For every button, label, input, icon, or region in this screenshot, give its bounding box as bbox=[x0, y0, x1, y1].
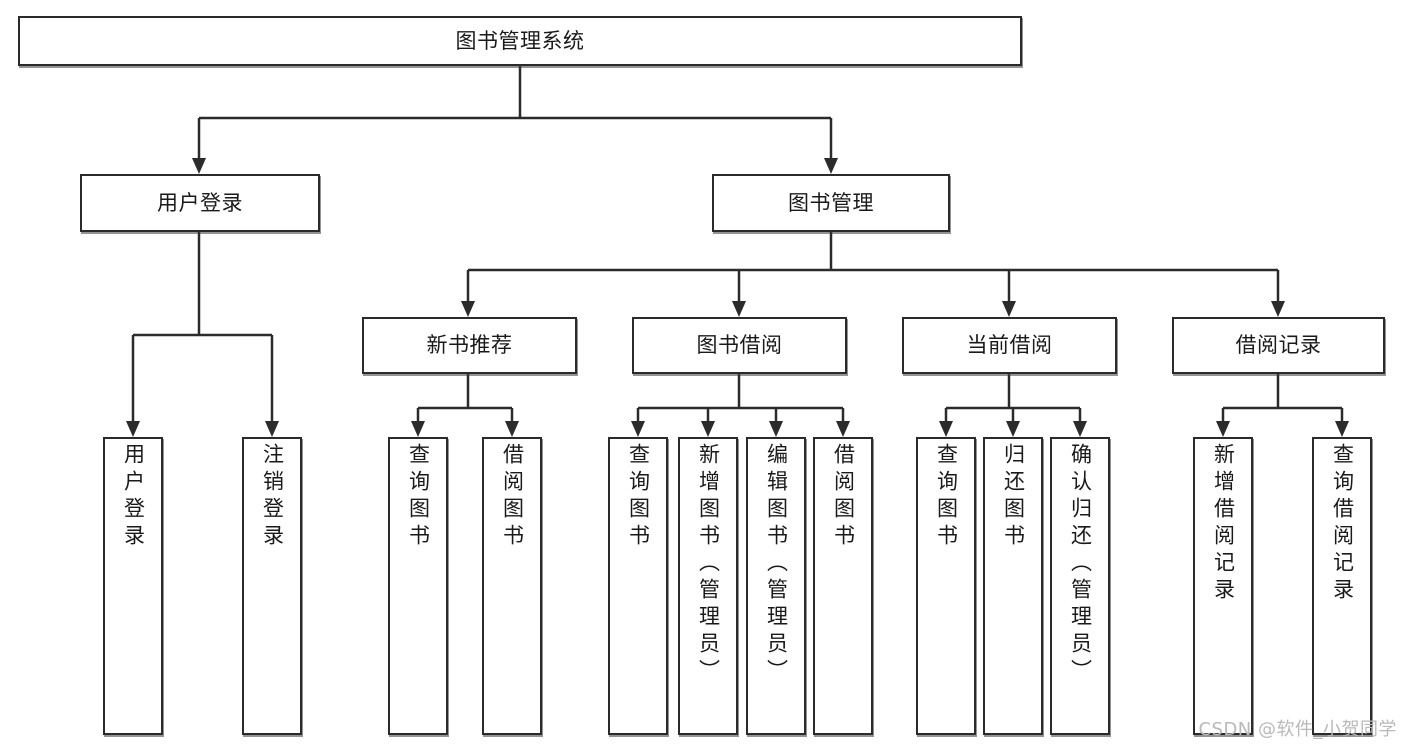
arrow-head bbox=[461, 301, 475, 317]
arrow-head bbox=[732, 301, 746, 317]
arrow-head bbox=[939, 421, 953, 437]
node-book-manage: 图书管理 bbox=[712, 174, 950, 232]
arrow-head bbox=[1002, 301, 1016, 317]
arrow-head bbox=[836, 421, 850, 437]
node-leaf-confirm-return: 确认归还（管理员） bbox=[1050, 437, 1110, 735]
node-label: 注销登录 bbox=[260, 443, 285, 551]
node-root: 图书管理系统 bbox=[18, 16, 1022, 66]
node-label: 编辑图书（管理员） bbox=[764, 443, 789, 686]
arrow-head bbox=[769, 421, 783, 437]
arrow-head bbox=[1216, 421, 1230, 437]
node-current-borrow: 当前借阅 bbox=[902, 317, 1117, 374]
node-label: 新书推荐 bbox=[426, 333, 513, 358]
node-label: 新增借阅记录 bbox=[1211, 443, 1236, 605]
node-label: 查询图书 bbox=[406, 443, 431, 551]
node-user-login: 用户登录 bbox=[80, 174, 320, 232]
arrow-head bbox=[824, 158, 838, 174]
arrow-head bbox=[631, 421, 645, 437]
node-label: 借阅记录 bbox=[1235, 333, 1322, 358]
node-label: 新增图书（管理员） bbox=[696, 443, 721, 686]
arrow-head bbox=[1073, 421, 1087, 437]
node-label: 归还图书 bbox=[1001, 443, 1026, 551]
arrow-head bbox=[701, 421, 715, 437]
node-leaf-add-record: 新增借阅记录 bbox=[1193, 437, 1253, 735]
node-label: 当前借阅 bbox=[966, 333, 1053, 358]
arrow-head bbox=[192, 158, 206, 174]
node-borrow-record: 借阅记录 bbox=[1172, 317, 1385, 374]
node-label: 查询图书 bbox=[626, 443, 651, 551]
node-label: 图书管理系统 bbox=[455, 28, 585, 53]
node-label: 图书借阅 bbox=[696, 333, 783, 358]
node-leaf-query-book-1: 查询图书 bbox=[388, 437, 448, 735]
arrow-head bbox=[505, 421, 519, 437]
arrow-head bbox=[1006, 421, 1020, 437]
node-label: 图书管理 bbox=[788, 190, 874, 215]
arrow-head bbox=[1271, 301, 1285, 317]
node-leaf-query-book-2: 查询图书 bbox=[608, 437, 668, 735]
node-leaf-borrow-book-2: 借阅图书 bbox=[813, 437, 873, 735]
arrow-head bbox=[411, 421, 425, 437]
node-new-book-recommend: 新书推荐 bbox=[362, 317, 577, 374]
node-leaf-query-record: 查询借阅记录 bbox=[1312, 437, 1372, 735]
node-label: 查询借阅记录 bbox=[1330, 443, 1355, 605]
node-leaf-add-book: 新增图书（管理员） bbox=[678, 437, 738, 735]
node-label: 确认归还（管理员） bbox=[1068, 443, 1093, 686]
node-label: 查询图书 bbox=[934, 443, 959, 551]
arrow-head bbox=[265, 421, 279, 437]
node-leaf-query-book-3: 查询图书 bbox=[916, 437, 976, 735]
node-label: 用户登录 bbox=[121, 443, 146, 551]
node-leaf-edit-book: 编辑图书（管理员） bbox=[746, 437, 806, 735]
node-leaf-user-login: 用户登录 bbox=[103, 437, 163, 735]
arrow-head bbox=[1335, 421, 1349, 437]
node-label: 用户登录 bbox=[157, 190, 243, 215]
node-label: 借阅图书 bbox=[831, 443, 856, 551]
watermark-text: CSDN @软件_小贺同学 bbox=[1198, 719, 1397, 740]
arrow-head bbox=[126, 421, 140, 437]
node-label: 借阅图书 bbox=[500, 443, 525, 551]
node-leaf-return-book: 归还图书 bbox=[983, 437, 1043, 735]
node-leaf-user-logout: 注销登录 bbox=[242, 437, 302, 735]
node-leaf-borrow-book-1: 借阅图书 bbox=[482, 437, 542, 735]
node-book-borrow: 图书借阅 bbox=[632, 317, 847, 374]
